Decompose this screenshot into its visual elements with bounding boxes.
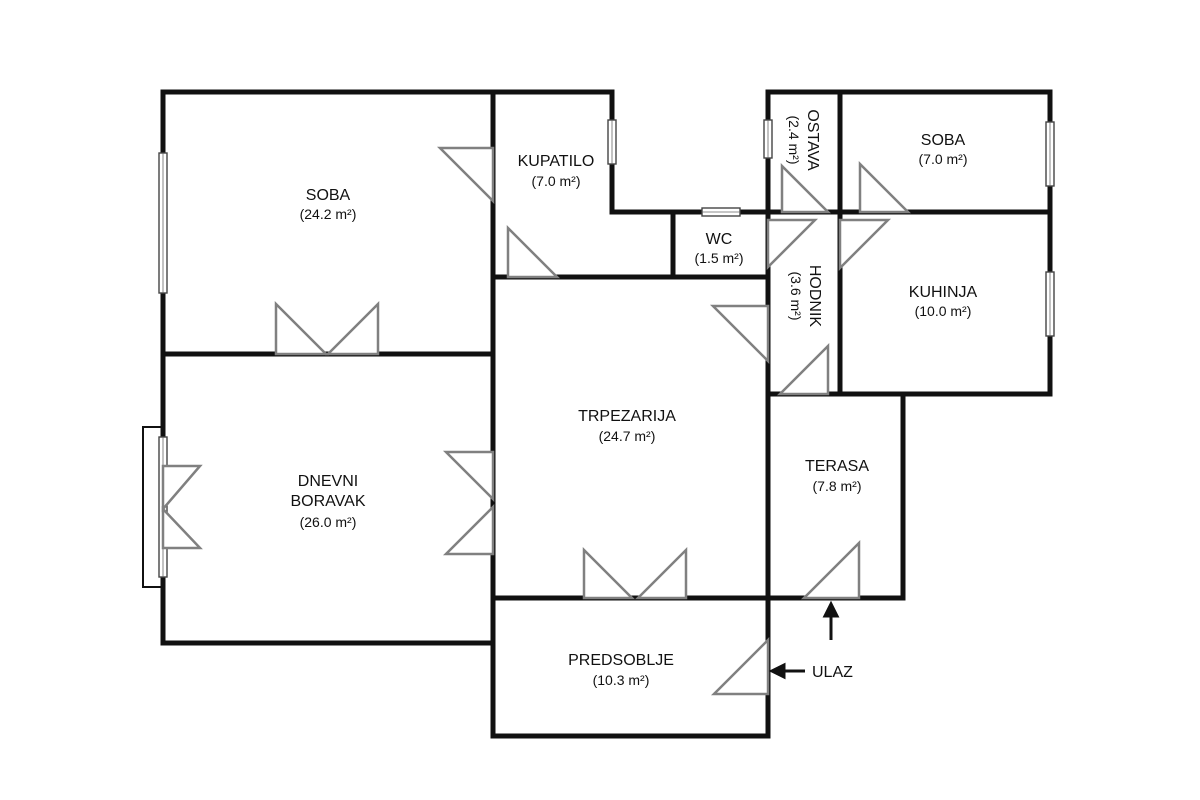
room-soba-small-name: SOBA bbox=[921, 132, 966, 149]
room-predsoblje-area: (10.3 m²) bbox=[593, 672, 650, 688]
room-trpezarija-area: (24.7 m²) bbox=[599, 428, 656, 444]
entrance-label: ULAZ bbox=[812, 664, 853, 681]
room-hodnik-name: HODNIK bbox=[806, 265, 823, 328]
room-dnevni-name-2: BORAVAK bbox=[291, 493, 366, 510]
room-soba-big-name: SOBA bbox=[306, 187, 351, 204]
room-soba-big-area: (24.2 m²) bbox=[300, 206, 357, 222]
room-terasa-area: (7.8 m²) bbox=[813, 478, 862, 494]
room-hodnik-area: (3.6 m²) bbox=[788, 272, 804, 321]
room-kuhinja-name: KUHINJA bbox=[909, 284, 978, 301]
entrance-arrows bbox=[768, 600, 840, 680]
arrow-left-icon bbox=[768, 662, 786, 680]
room-wc-area: (1.5 m²) bbox=[695, 250, 744, 266]
room-dnevni-name-1: DNEVNI bbox=[298, 473, 358, 490]
room-kupatilo-name: KUPATILO bbox=[518, 153, 595, 170]
arrow-up-icon bbox=[822, 600, 840, 618]
doors bbox=[161, 146, 912, 696]
room-dnevni-area: (26.0 m²) bbox=[300, 514, 357, 530]
room-trpezarija-name: TRPEZARIJA bbox=[578, 408, 676, 425]
room-soba-small-area: (7.0 m²) bbox=[919, 151, 968, 167]
room-terasa-name: TERASA bbox=[805, 458, 869, 475]
room-predsoblje-name: PREDSOBLJE bbox=[568, 652, 674, 669]
room-kuhinja-area: (10.0 m²) bbox=[915, 303, 972, 319]
room-kupatilo-area: (7.0 m²) bbox=[532, 173, 581, 189]
room-wc-name: WC bbox=[706, 231, 733, 248]
room-labels: SOBA (24.2 m²) KUPATILO (7.0 m²) WC (1.5… bbox=[291, 109, 978, 688]
room-ostava-name: OSTAVA bbox=[804, 109, 821, 171]
room-ostava-area: (2.4 m²) bbox=[786, 116, 802, 165]
